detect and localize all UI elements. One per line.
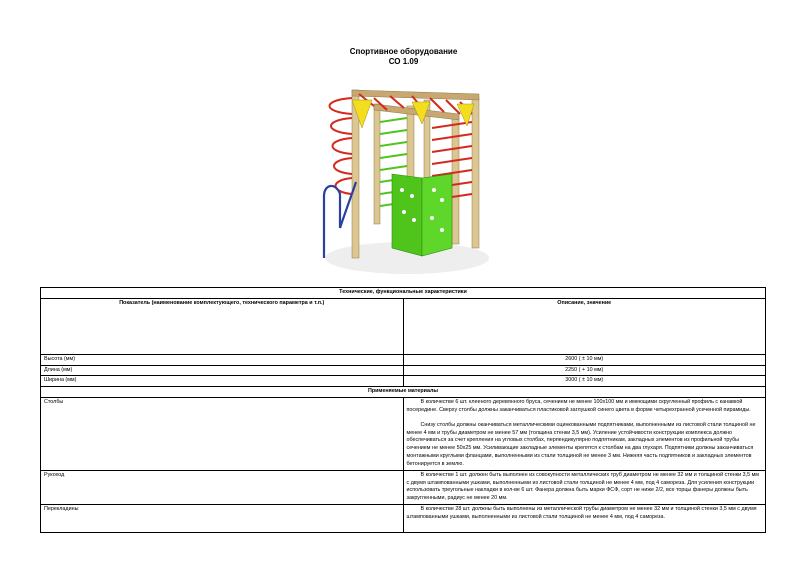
col-param-header: Показатель (наименование комплектующего,… (40, 297, 404, 355)
param-name: Высота (мм) (40, 353, 404, 366)
blue-bar (322, 181, 358, 258)
yellow-gussets (351, 99, 475, 129)
material-name: Столбы (40, 397, 404, 471)
material-name: Перекладины (40, 504, 404, 534)
material-paragraph: Снизу столбы должны оканчиваться металли… (406, 421, 756, 467)
material-paragraph: В количестве 1 шт. должен быть выполнен … (406, 471, 760, 502)
material-row: Столбы В количестве 6 шт. клееного дерев… (40, 397, 766, 471)
ground-shadow (325, 242, 489, 274)
spec-table: Технические, функциональные характеристи… (40, 287, 766, 534)
section-specs-header: Технические, функциональные характеристи… (40, 287, 766, 299)
table-row: Длина (мм) 2250 ( + 10 мм) (40, 364, 766, 377)
material-paragraph: В количестве 6 шт. клееного деревянного … (406, 399, 751, 413)
document-title: Спортивное оборудование (349, 47, 458, 56)
param-value: 3000 ( ± 10 мм) (402, 375, 766, 388)
param-value: 2600 ( ± 10 мм) (402, 353, 766, 366)
col-desc-header: Описание, значение (402, 297, 766, 355)
product-code: СО 1.09 (388, 57, 419, 66)
material-desc: В количестве 28 шт. должны быть выполнен… (402, 504, 766, 534)
material-desc: В количестве 6 шт. клееного деревянного … (402, 397, 766, 471)
material-name: Рукоход (40, 469, 404, 506)
green-climbing-wall (391, 173, 453, 257)
material-paragraph: В количестве 28 шт. должны быть выполнен… (406, 506, 757, 520)
equipment-illustration (322, 89, 489, 274)
climbing-holds (400, 188, 444, 232)
param-value: 2250 ( + 10 мм) (402, 364, 766, 377)
table-row: Высота (мм) 2600 ( ± 10 мм) (40, 353, 766, 366)
param-name: Длина (мм) (40, 364, 404, 377)
material-desc: В количестве 1 шт. должен быть выполнен … (402, 469, 766, 506)
wooden-posts (351, 89, 480, 259)
table-row: Ширина (мм) 3000 ( ± 10 мм) (40, 375, 766, 388)
section-materials-header: Применяемые материалы (40, 386, 766, 399)
material-row: Перекладины В количестве 28 шт. должны б… (40, 504, 766, 534)
material-row: Рукоход В количестве 1 шт. должен быть в… (40, 469, 766, 506)
param-name: Ширина (мм) (40, 375, 404, 388)
red-spiral-climber (328, 97, 353, 195)
